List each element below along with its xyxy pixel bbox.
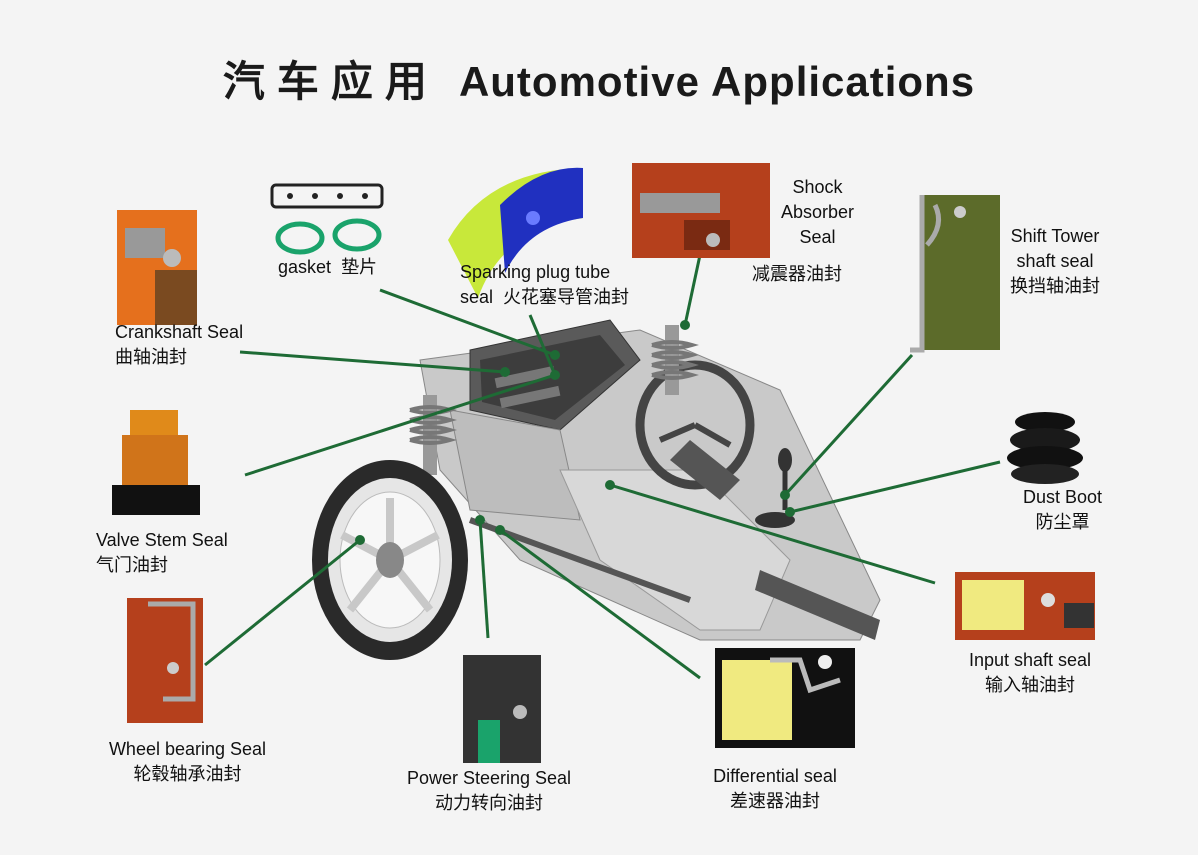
valve-seal-illustration	[112, 410, 200, 515]
label-wheel: Wheel bearing Seal 轮毂轴承油封	[108, 739, 267, 785]
shift-seal-illustration	[910, 195, 1000, 353]
leader-shock	[683, 254, 702, 326]
wheel-illustration	[312, 460, 468, 660]
leader-shift	[783, 353, 914, 497]
label-power: Power Steering Seal 动力转向油封	[406, 768, 572, 814]
leader-dust	[789, 460, 1001, 514]
label-shock-cn: 减震器油封	[752, 264, 842, 285]
shock-seal-illustration	[632, 163, 770, 258]
label-sparking: Sparking plug tube seal 火花塞导管油封	[460, 262, 630, 308]
wheel-seal-illustration	[127, 598, 203, 723]
gasket-illustration	[270, 183, 384, 255]
shock-right-illustration	[651, 325, 699, 395]
label-valve: Valve Stem Seal 气门油封	[96, 530, 228, 576]
page-title: 汽车应用 Automotive Applications	[0, 48, 1198, 109]
chassis-illustration	[312, 319, 881, 660]
leader-crankshaft	[239, 350, 506, 374]
leader-lines	[204, 254, 1001, 680]
differential-seal-illustration	[715, 648, 855, 748]
leader-valve	[244, 373, 556, 477]
dust-boot-illustration	[1007, 412, 1083, 484]
label-gasket: gasket 垫片	[278, 257, 378, 278]
leader-sparking	[528, 314, 557, 376]
power-seal-illustration	[463, 655, 541, 763]
label-shift: Shift Tower shaft seal 换挡轴油封	[1010, 226, 1100, 297]
leader-input	[609, 483, 936, 585]
label-input: Input shaft seal 输入轴油封	[968, 650, 1092, 696]
input-seal-illustration	[955, 572, 1095, 640]
label-differential: Differential seal 差速器油封	[713, 766, 837, 812]
title-en: Automotive Applications	[458, 58, 976, 105]
leader-gasket	[379, 288, 556, 357]
leader-differential	[499, 528, 701, 680]
sparking-seal-illustration	[448, 167, 583, 298]
leader-power	[478, 519, 490, 639]
label-crankshaft: Crankshaft Seal 曲轴油封	[115, 322, 244, 368]
crankshaft-seal-illustration	[117, 210, 197, 325]
leader-dots	[355, 320, 795, 545]
leader-wheel	[204, 538, 361, 667]
label-dust: Dust Boot 防尘罩	[1022, 487, 1103, 533]
label-shock: Shock Absorber Seal	[780, 177, 855, 247]
title-cn: 汽车应用	[222, 57, 439, 106]
